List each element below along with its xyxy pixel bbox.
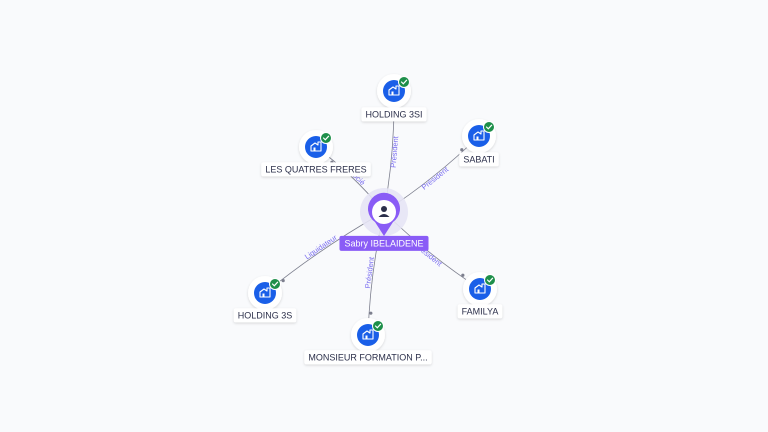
- building-glyph: [259, 287, 271, 298]
- check-mark: [400, 79, 408, 85]
- company-label-bg: [361, 107, 427, 122]
- person-icon-body: [378, 214, 390, 217]
- check-mark: [485, 124, 493, 130]
- company-name: MONSIEUR FORMATION P...: [308, 352, 427, 362]
- building-glyph: [362, 329, 374, 340]
- check-icon: [483, 121, 495, 133]
- edge-label-monsieur-formation: Président: [363, 255, 376, 288]
- company-node-sabati[interactable]: SABATI: [459, 119, 499, 167]
- company-node-holding-3s[interactable]: HOLDING 3S: [233, 276, 297, 323]
- company-name: SABATI: [463, 154, 494, 164]
- building-door: [262, 293, 265, 297]
- check-mark: [322, 135, 330, 141]
- edge-arrow: [369, 311, 373, 315]
- company-label-bg: [233, 308, 297, 323]
- edge-label-holding-3si: Président: [389, 135, 401, 168]
- company-node-les-quatres-freres[interactable]: LES QUATRES FRERES: [261, 130, 371, 177]
- company-label-bg: [261, 162, 371, 177]
- building-glyph: [310, 141, 322, 152]
- check-icon: [398, 76, 410, 88]
- building-door: [477, 289, 480, 293]
- check-mark: [486, 277, 494, 283]
- building-door: [476, 136, 479, 140]
- company-label-bg: [304, 350, 432, 365]
- check-icon: [372, 320, 384, 332]
- company-name: HOLDING 3S: [238, 310, 293, 320]
- edge-label-holding-3s: Liquidateur: [303, 233, 339, 262]
- company-label-bg: [457, 304, 503, 319]
- center-person-node[interactable]: Sabry IBELAIDENE: [339, 188, 429, 251]
- check-icon: [484, 274, 496, 286]
- building-glyph: [388, 85, 400, 96]
- person-name: Sabry IBELAIDENE: [344, 238, 423, 248]
- building-glyph: [474, 283, 486, 294]
- edge-label-sabati: Président: [420, 164, 451, 191]
- building-door: [313, 147, 316, 151]
- person-name-bg: [339, 235, 429, 251]
- check-icon: [269, 278, 281, 290]
- check-icon: [320, 132, 332, 144]
- edge-arrow: [281, 279, 285, 283]
- edge-arrow: [460, 148, 464, 152]
- company-name: FAMILYA: [462, 306, 499, 316]
- company-node-holding-3si[interactable]: HOLDING 3SI: [361, 74, 427, 122]
- building-door: [365, 335, 368, 339]
- edge-arrow: [461, 273, 465, 277]
- company-node-familya[interactable]: FAMILYA: [457, 272, 503, 319]
- company-label-bg: [459, 152, 499, 167]
- company-name: LES QUATRES FRERES: [265, 164, 366, 174]
- check-mark: [271, 281, 279, 287]
- person-icon: [381, 206, 387, 212]
- check-mark: [374, 323, 382, 329]
- company-node-monsieur-formation[interactable]: MONSIEUR FORMATION P...: [304, 318, 432, 365]
- building-glyph: [473, 130, 485, 141]
- building-door: [391, 91, 394, 95]
- company-name: HOLDING 3SI: [365, 109, 422, 119]
